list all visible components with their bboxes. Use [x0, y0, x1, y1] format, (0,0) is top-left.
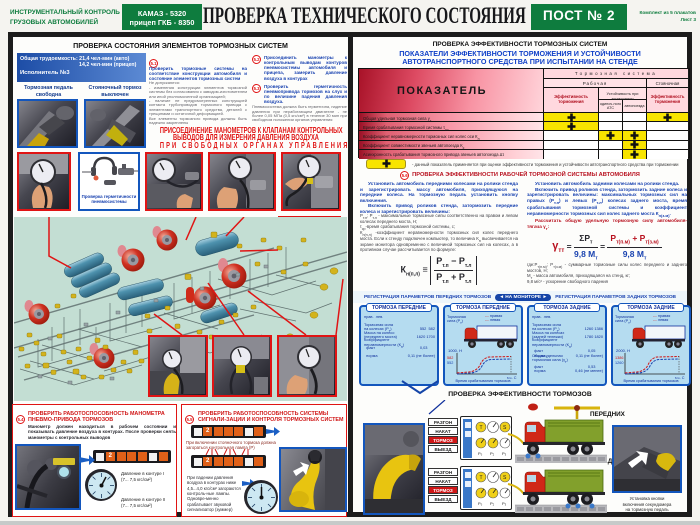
svg-text:P₀: P₀	[478, 451, 483, 456]
svg-text:P₂: P₂	[490, 451, 495, 456]
svg-text:552: 552	[447, 361, 453, 365]
svg-text:P₂: P₂	[490, 501, 495, 506]
svg-text:T: T	[480, 425, 483, 431]
svg-text:T: T	[480, 475, 483, 481]
svg-text:1000, Н: 1000, Н	[448, 348, 462, 353]
svg-text:582: 582	[447, 356, 453, 360]
svg-text:S: S	[503, 425, 507, 431]
svg-text:τср, С: τср, С	[507, 376, 517, 379]
svg-text:P₃: P₃	[502, 501, 507, 506]
svg-text:S: S	[503, 475, 507, 481]
svg-text:2000, Н: 2000, Н	[616, 348, 630, 353]
svg-text:P₀: P₀	[478, 501, 483, 506]
svg-text:1260: 1260	[615, 361, 623, 365]
svg-text:1386: 1386	[615, 356, 623, 360]
svg-text:P₃: P₃	[502, 451, 507, 456]
svg-text:τср, С: τср, С	[675, 376, 685, 379]
